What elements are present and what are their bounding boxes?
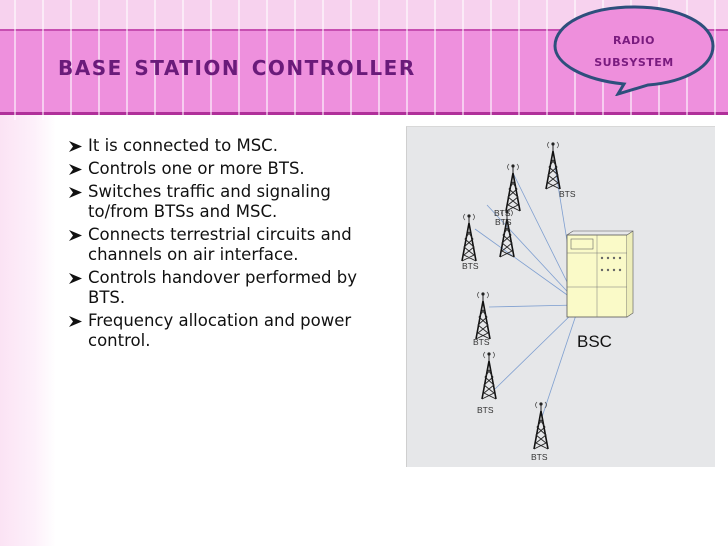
bubble-line-1: Radio <box>612 30 656 48</box>
bts-label: BTS <box>559 189 576 199</box>
bullet-item: Controls handover performed by BTS. <box>68 268 368 308</box>
bts-label: BTS <box>495 217 512 227</box>
bts-tower-icon <box>481 351 497 400</box>
bsc-cabinet <box>566 230 634 318</box>
bts-label: BTS <box>531 452 548 462</box>
bullet-text: Frequency allocation and power control. <box>88 311 352 350</box>
connection-lines <box>474 166 578 418</box>
title-bottom-line <box>0 112 728 115</box>
bullet-text: It is connected to MSC. <box>88 136 278 155</box>
bsc-diagram-svg: BSC BTS BTS BTS BTS BTS BTS BTS <box>461 141 634 462</box>
bullet-item: Frequency allocation and power control. <box>68 311 368 351</box>
bts-tower-icon <box>533 401 549 450</box>
bts-label: BTS <box>494 208 511 218</box>
arrow-bullet-icon <box>69 187 82 198</box>
bts-tower-icon <box>505 163 521 212</box>
bullet-item: Connects terrestrial circuits and channe… <box>68 225 368 265</box>
bullet-text: Controls handover performed by BTS. <box>88 268 358 307</box>
arrow-bullet-icon <box>69 141 82 152</box>
bsc-label: BSC <box>577 332 612 351</box>
bts-tower-icon <box>461 213 477 262</box>
bullet-item: It is connected to MSC. <box>68 136 368 156</box>
arrow-bullet-icon <box>69 164 82 175</box>
bubble-text: Radio Subsystem <box>560 28 708 72</box>
arrow-bullet-icon <box>69 273 82 284</box>
bullet-list: It is connected to MSC. Controls one or … <box>68 136 368 354</box>
bullet-text: Connects terrestrial circuits and channe… <box>88 225 352 264</box>
bts-label: BTS <box>473 337 490 347</box>
bullet-text: Controls one or more BTS. <box>88 159 305 178</box>
bts-tower-icon <box>475 291 491 340</box>
bullet-text: Switches traffic and signaling to/from B… <box>88 182 331 221</box>
bts-label: BTS <box>477 405 494 415</box>
bsc-diagram: BSC BTS BTS BTS BTS BTS BTS BTS <box>406 126 715 467</box>
bts-tower-icon <box>545 141 561 190</box>
arrow-bullet-icon <box>69 230 82 241</box>
bts-label: BTS <box>462 261 479 271</box>
bubble-line-2: Subsystem <box>594 52 674 70</box>
slide-title: Base Station Controller <box>58 48 416 82</box>
bullet-item: Switches traffic and signaling to/from B… <box>68 182 368 222</box>
speech-bubble <box>553 5 715 96</box>
bullet-item: Controls one or more BTS. <box>68 159 368 179</box>
arrow-bullet-icon <box>69 316 82 327</box>
